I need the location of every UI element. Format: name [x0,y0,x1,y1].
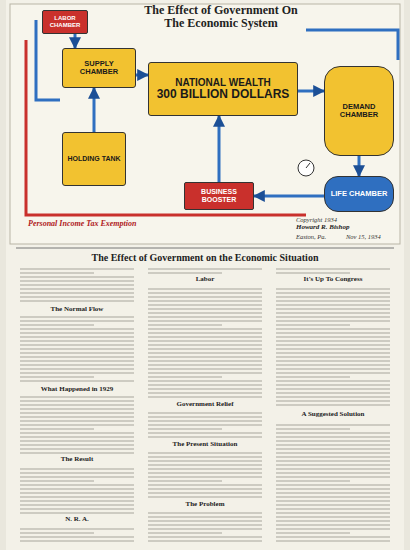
chamber-label: NATIONAL WEALTH [175,77,271,88]
section-heading: Labor [146,276,264,284]
note-text: Personal Income Tax Exemption [28,220,228,229]
note-text: Howard R. Bishop [296,224,396,232]
section-heading: N. R. A. [18,516,136,524]
section-heading: The Effect of Government on the Economic… [16,252,394,263]
section-heading: The Problem [146,501,264,509]
flow-pipe [136,74,148,77]
chamber-box: SUPPLY CHAMBER [62,48,136,88]
chamber-box: LIFE CHAMBER [324,176,394,212]
section-heading: The Result [18,456,136,464]
chamber-box: NATIONAL WEALTH300 BILLION DOLLARS [148,62,298,116]
note-text: Nov 15, 1934 [346,233,398,240]
section-heading: Government Relief [146,401,264,409]
section-heading: The Present Situation [146,441,264,449]
chamber-label: LIFE CHAMBER [331,190,388,198]
section-heading: The Normal Flow [18,306,136,314]
chamber-label: SUPPLY CHAMBER [66,60,132,77]
chamber-label: HOLDING TANK [67,155,120,163]
flow-pipe [358,156,361,176]
chamber-label: LABOR CHAMBER [46,15,84,28]
flow-pipe [298,90,324,93]
poster-sheet: The Effect of Government On The Economic… [6,0,404,550]
flow-pipe [254,195,324,198]
chamber-label: 300 BILLION DOLLARS [157,88,290,101]
note-text: Easton, Pa. [296,233,346,240]
flow-pipe [218,116,221,182]
poster-title: The Effect of Government On The Economic… [136,4,306,30]
section-heading: What Happened in 1929 [18,386,136,394]
section-heading: It's Up To Congress [274,276,392,284]
chamber-box: HOLDING TANK [62,132,126,186]
chamber-label: DEMAND CHAMBER [328,103,390,120]
chamber-label: BUSINESS BOOSTER [188,188,250,203]
chamber-box: LABOR CHAMBER [42,10,88,34]
flow-pipe [74,34,77,48]
chamber-box: DEMAND CHAMBER [324,66,394,156]
chamber-box: BUSINESS BOOSTER [184,182,254,210]
flow-pipe [93,88,96,132]
note-text: Copyright 1934 [296,216,396,223]
section-heading: A Suggested Solution [274,411,392,419]
